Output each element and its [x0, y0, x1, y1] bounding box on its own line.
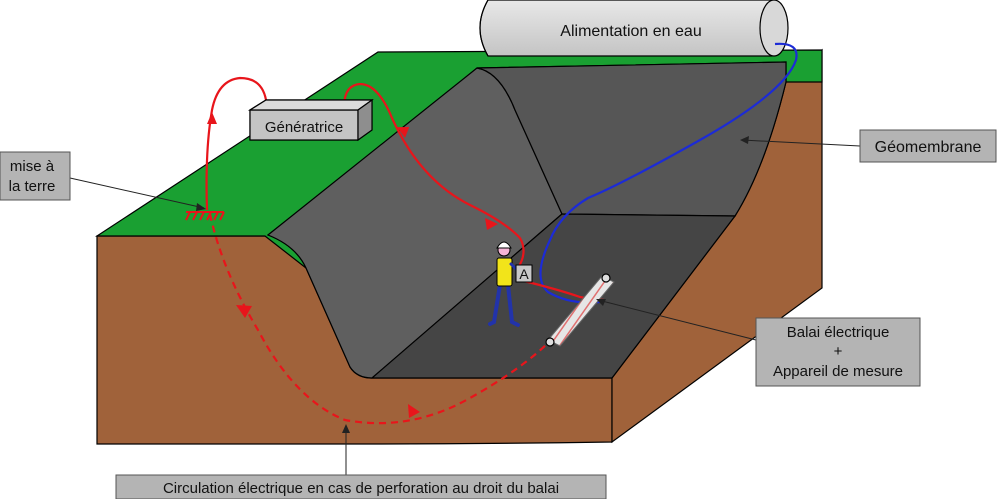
worker-figure-icon — [488, 241, 521, 327]
underground-arrow-left — [236, 305, 252, 318]
generator-box — [247, 98, 374, 142]
broom-label-line3: Appareil de mesure — [773, 363, 903, 380]
leader-lines — [69, 139, 861, 475]
water-supply-pipe — [479, 0, 789, 57]
leader-arrow-grounding — [196, 203, 206, 211]
current-arrow-down — [397, 127, 410, 138]
geomembrane-callout: Géomembrane — [859, 129, 997, 163]
leader-arrow-circulation — [342, 424, 350, 433]
ammeter-label: A — [519, 266, 529, 282]
broom-label-line2: + — [834, 343, 843, 360]
grounding-label-line2: la terre — [9, 178, 56, 195]
generator-label: Génératrice — [265, 119, 343, 136]
broom-label-line1: Balai électrique — [787, 324, 890, 341]
current-arrow-up — [207, 112, 217, 124]
underground-arrow-bottom — [408, 404, 420, 418]
grounding-callout: mise à la terre — [0, 151, 71, 201]
pipe-end-cap — [759, 0, 789, 57]
underground-current-path — [208, 213, 549, 425]
ammeter-box — [515, 264, 533, 283]
water-supply-label: Alimentation en eau — [560, 23, 701, 40]
circulation-callout: Circulation électrique en cas de perfora… — [115, 474, 607, 499]
circulation-label: Circulation électrique en cas de perfora… — [163, 480, 559, 497]
broom-callout: Balai électrique + Appareil de mesure — [755, 317, 921, 387]
leader-arrow-broom — [596, 299, 606, 306]
current-arrow-right — [485, 218, 498, 230]
grounding-label-line1: mise à — [10, 158, 55, 175]
electric-broom-icon — [545, 273, 615, 347]
water-hose — [539, 42, 798, 304]
ground-symbol-icon — [185, 211, 225, 221]
liner-back-slope — [476, 61, 787, 217]
geomembrane-label: Géomembrane — [875, 139, 982, 156]
leader-arrow-geomembrane — [740, 136, 749, 144]
